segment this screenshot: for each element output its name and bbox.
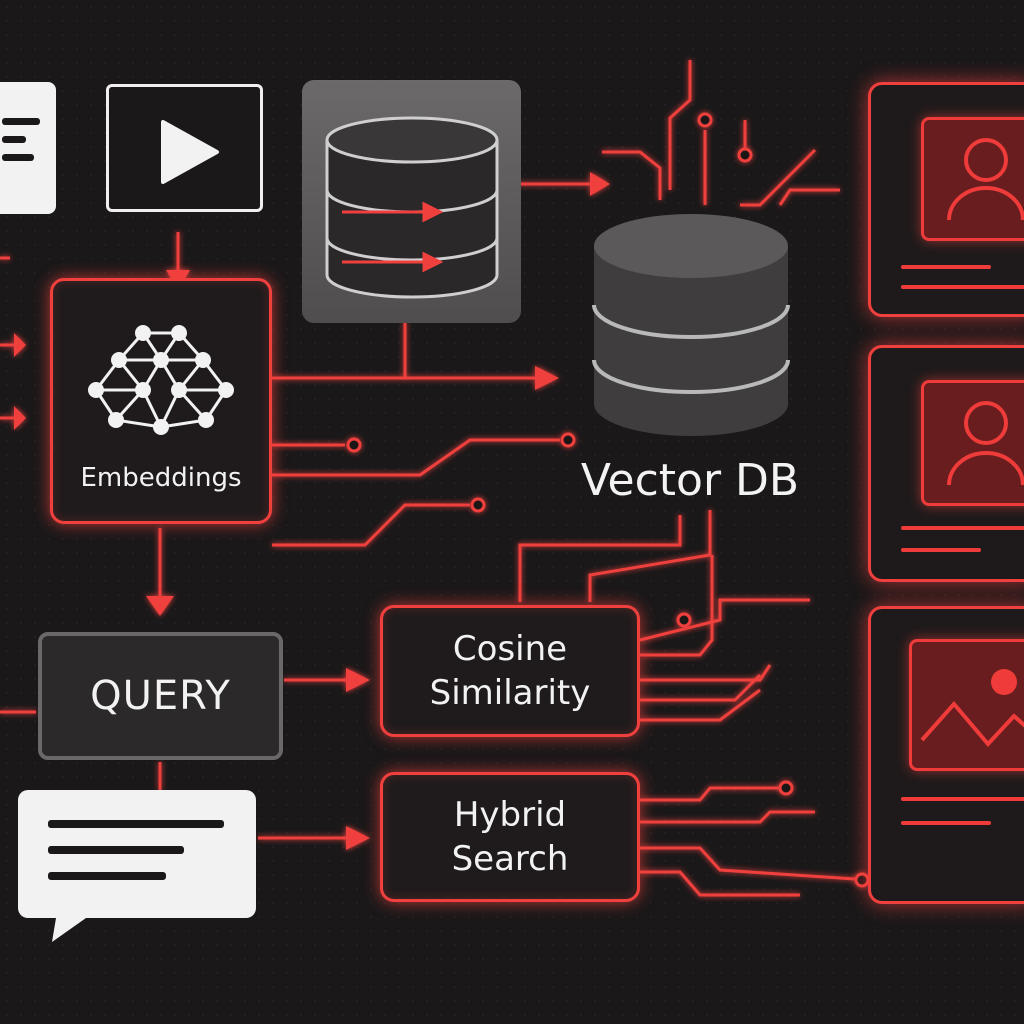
video-node	[106, 84, 263, 212]
cosine-similarity-label: Cosine Similarity	[429, 629, 591, 713]
embeddings-label: Embeddings	[80, 463, 242, 493]
query-node[interactable]: QUERY	[38, 632, 283, 760]
hybrid-search-node[interactable]: Hybrid Search	[380, 772, 640, 902]
profile-card	[868, 82, 1024, 317]
cosine-similarity-node[interactable]: Cosine Similarity	[380, 605, 640, 737]
database-icon	[325, 116, 499, 299]
vector-database-icon	[592, 214, 790, 436]
document-icon	[2, 118, 40, 161]
image-card-icon	[909, 639, 1024, 771]
vector-db-node	[590, 210, 792, 440]
document-node	[0, 82, 56, 214]
chat-bubble-icon	[18, 790, 256, 942]
chat-node	[18, 788, 258, 944]
database-source-node	[302, 80, 521, 323]
vector-db-label: Vector DB	[580, 455, 800, 506]
profile-card	[868, 345, 1024, 582]
embeddings-node[interactable]: Embeddings	[50, 278, 272, 524]
hybrid-search-label: Hybrid Search	[451, 795, 569, 879]
profile-card-icon	[921, 380, 1024, 506]
query-label: QUERY	[90, 673, 231, 719]
play-video-icon	[161, 120, 219, 184]
profile-card-icon	[921, 117, 1024, 241]
neural-network-icon	[88, 325, 234, 435]
image-card	[868, 606, 1024, 904]
